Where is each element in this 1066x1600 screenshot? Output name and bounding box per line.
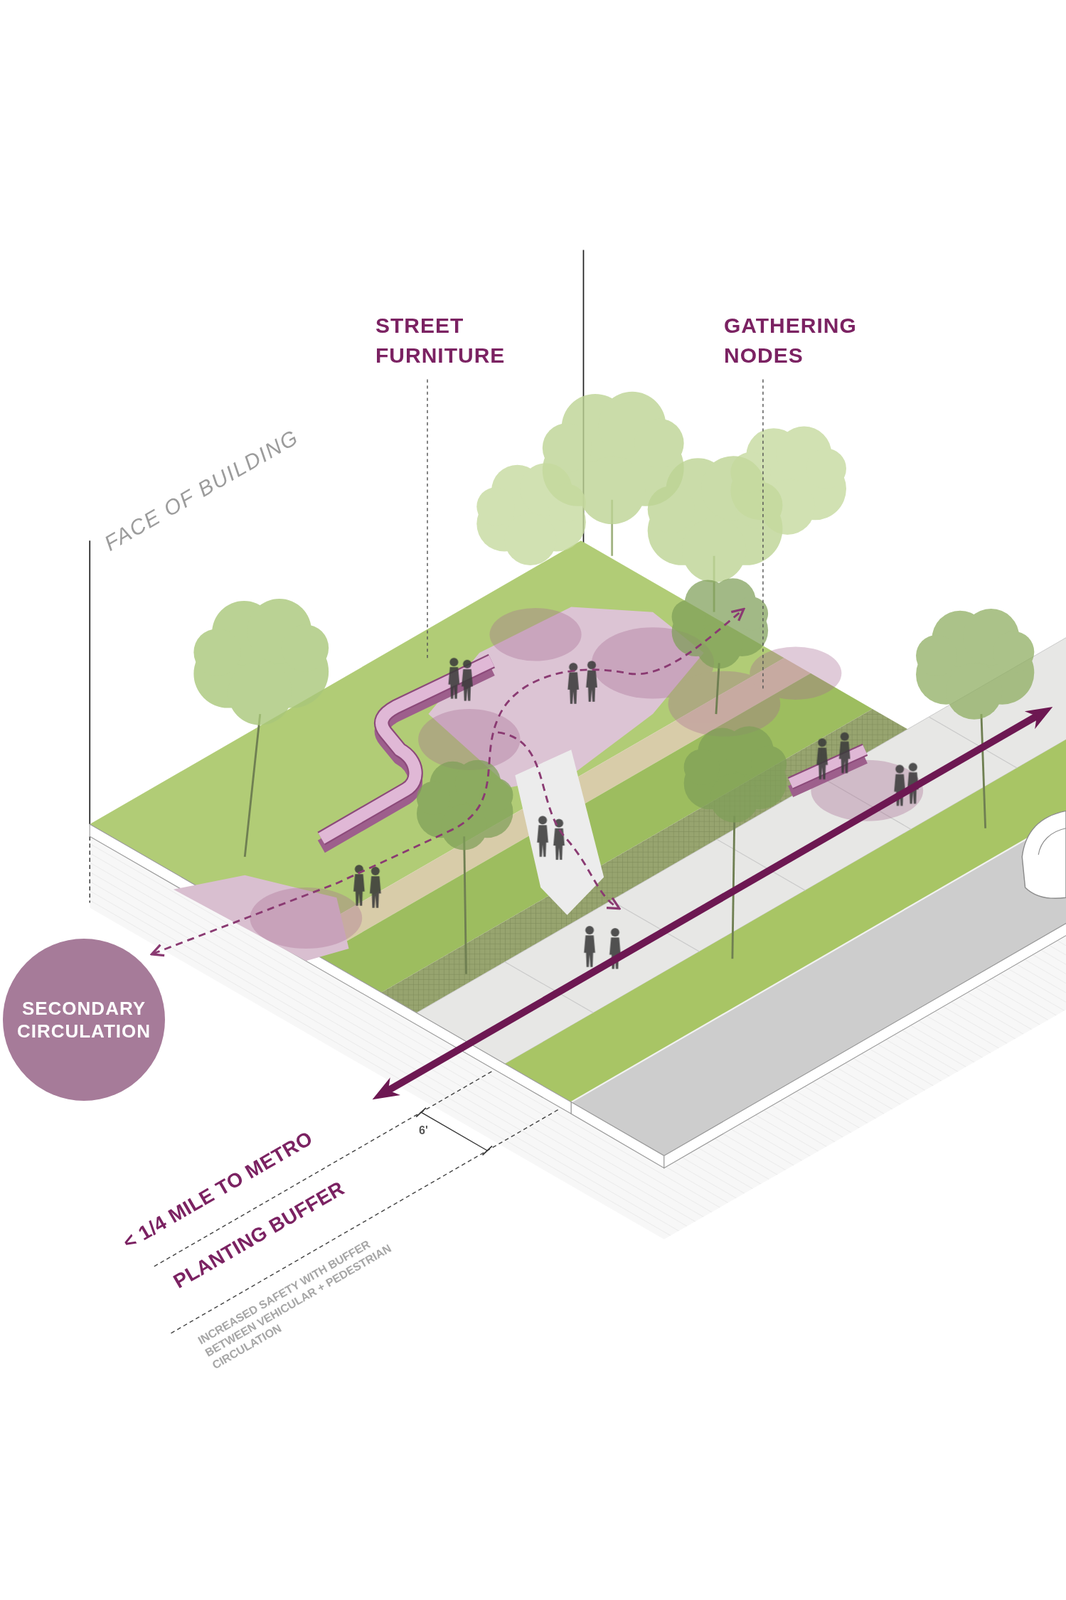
callout-label: GATHERING NODES [723,310,877,371]
extension-line [151,1071,492,1268]
building-line [89,836,91,903]
plate-edge [89,824,572,1114]
circulation-circle: SECONDARY CIRCULATION [2,938,165,1101]
road [571,694,1066,1156]
car [1038,828,1066,855]
tree-canopy [416,760,514,851]
curb-line [571,694,1066,1103]
tree-canopy [684,726,788,823]
extension-line [169,1110,559,1335]
tree-canopy [730,426,847,535]
metro-arrow [385,714,1039,1093]
building-line [88,540,91,825]
walkway [514,749,604,915]
node-text: SECONDARY CIRCULATION [9,997,159,1044]
tree-canopy [915,608,1034,720]
dimension-tick [416,1107,426,1118]
dimension-tick [482,1146,492,1156]
car [1021,810,1066,899]
circulation-path [152,610,743,954]
leader-line [762,379,764,692]
person-figure [353,657,919,970]
road-edge [571,1102,665,1169]
tree-canopy [193,598,329,726]
gathering-node [249,608,924,949]
direction-label: < 1/4 MILE TO METRO [118,1126,318,1256]
building-face-label: FACE OF BUILDING [100,424,303,556]
bench [321,660,866,847]
circulation-path [497,732,618,909]
tree-trunk [244,499,985,975]
arrow-head [1024,706,1053,729]
tree-canopy [476,462,586,566]
dimension-line [420,1112,488,1151]
leader-line [426,379,428,659]
callout-label: STREET FURNITURE [375,310,518,371]
arrow-head [372,1077,401,1100]
dimension-label: 6' [418,1124,429,1138]
